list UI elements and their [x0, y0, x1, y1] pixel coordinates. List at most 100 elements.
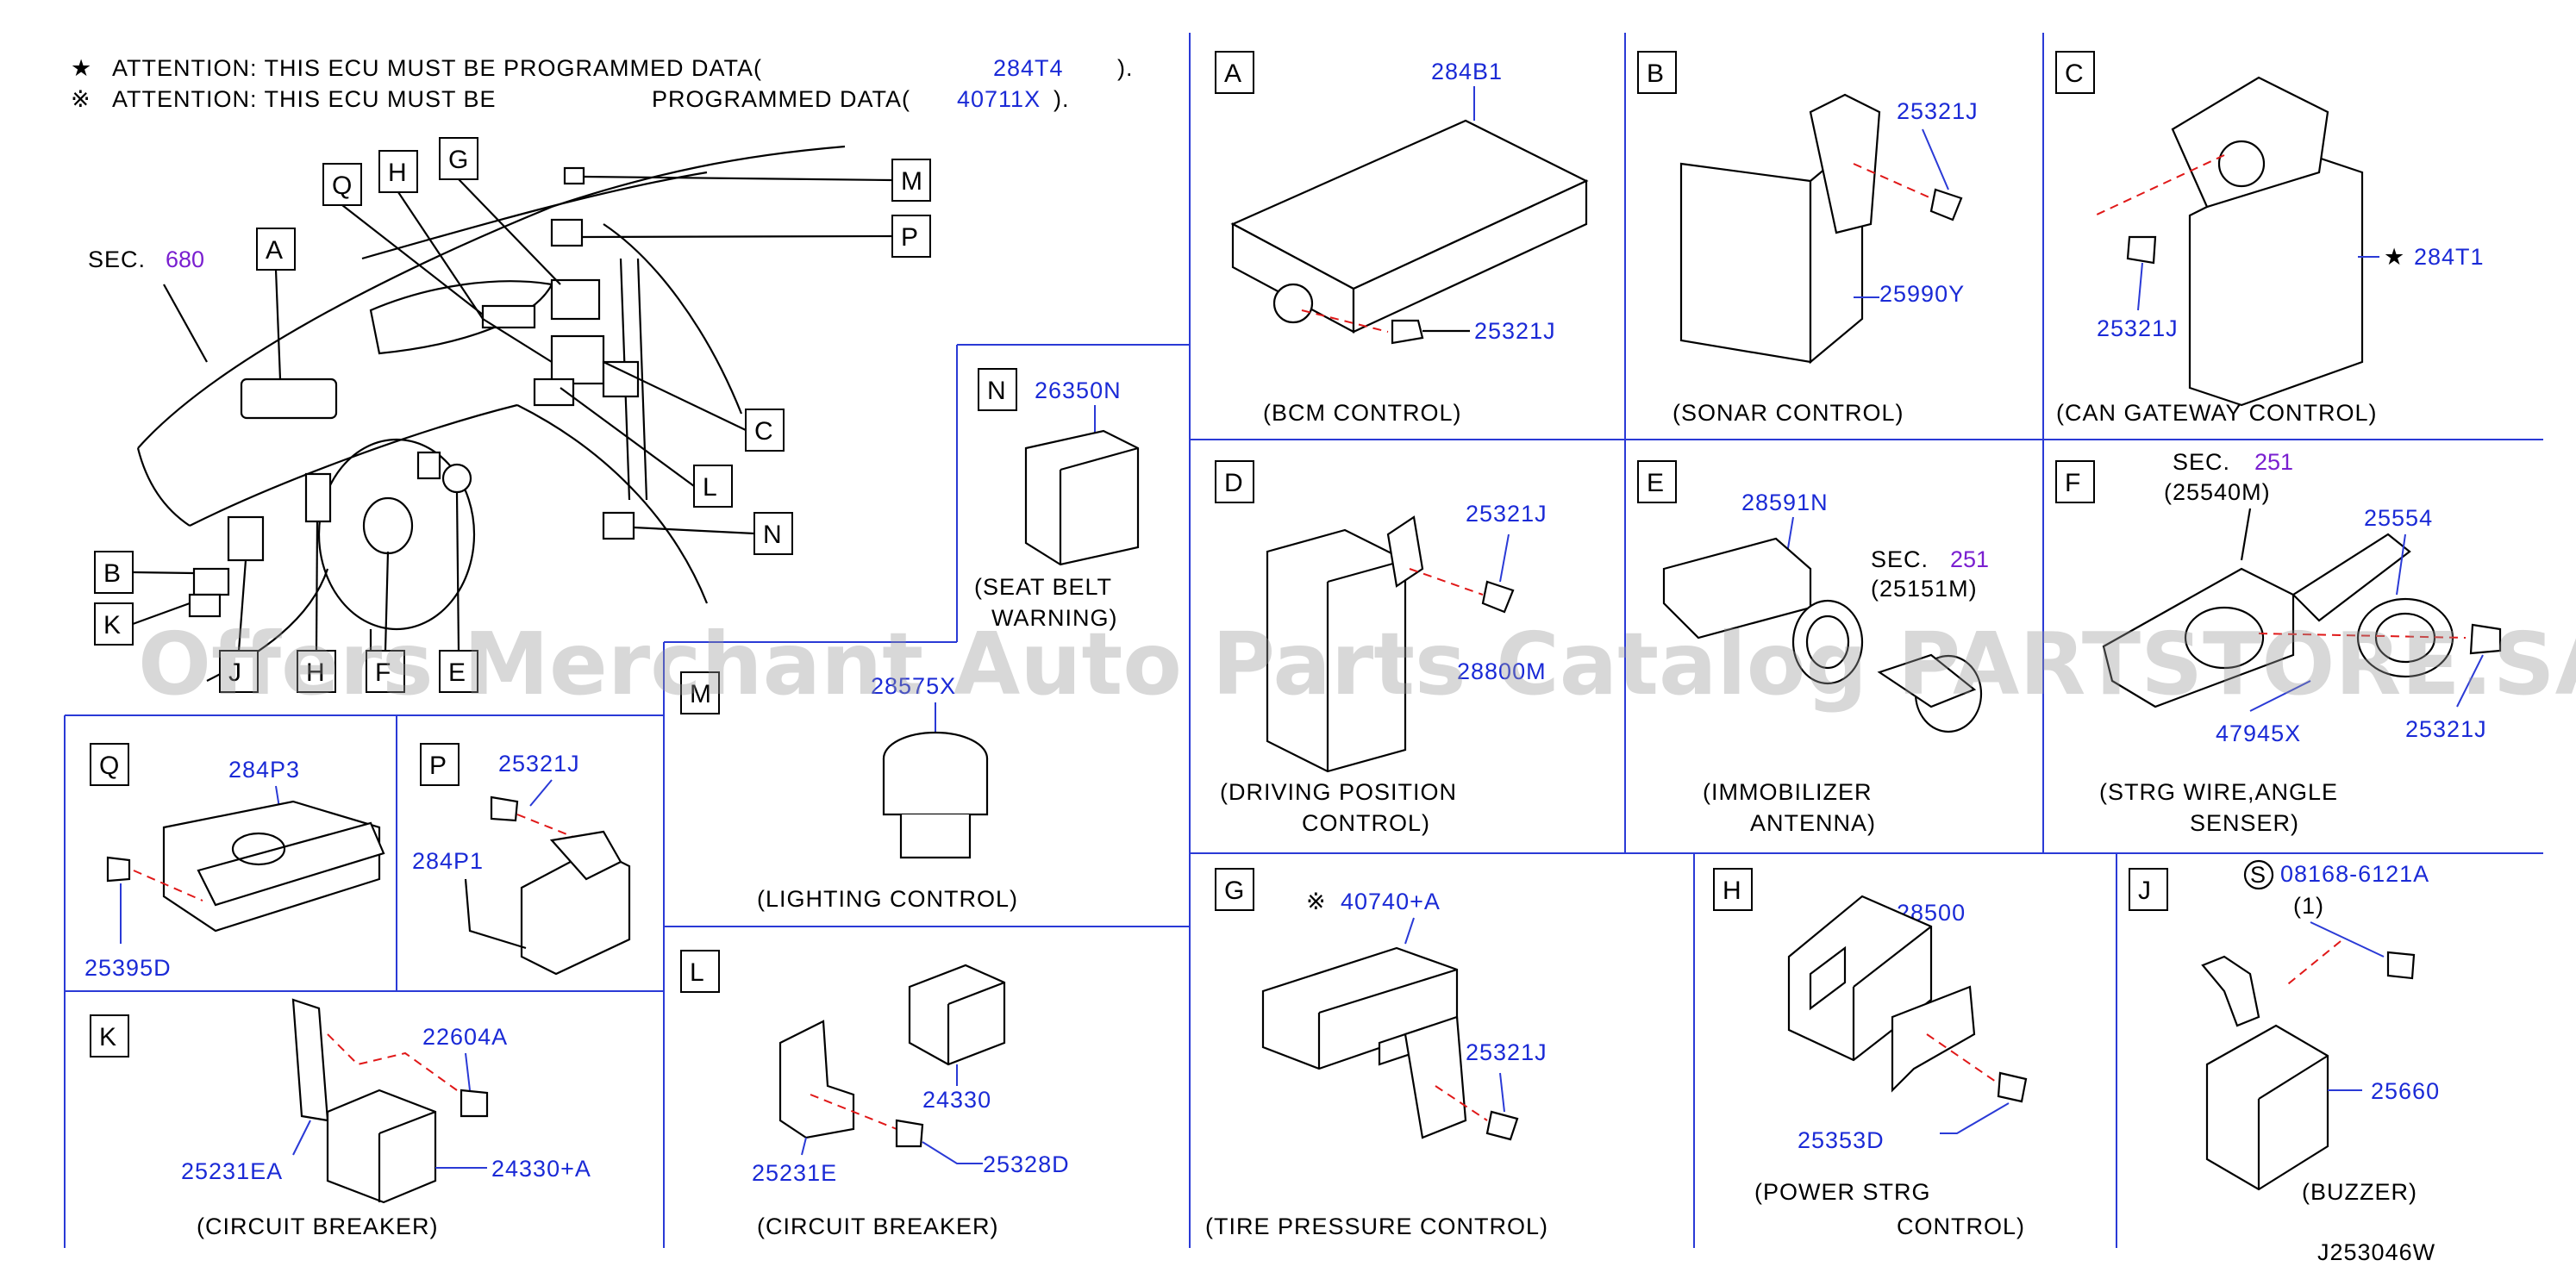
panel-L-circuit-breaker: L 24330 25328D 25231E (CIRCUIT BREAKER) — [680, 950, 1069, 1239]
panel-E-part: 28591N — [1741, 490, 1829, 515]
panel-B-caption: (SONAR CONTROL) — [1673, 400, 1904, 426]
panel-F-letter: F — [2065, 469, 2080, 497]
panel-M-lighting: M 28575X (LIGHTING CONTROL) — [680, 671, 1018, 912]
panel-G-tire-pressure: G ※ 40740+A 25321J (TIRE PRESSURE CONTRO… — [1205, 868, 1548, 1239]
callout-J: J — [219, 559, 259, 693]
panel-J-qty: (1) — [2293, 893, 2324, 919]
panel-J-buzzer: J S 08168-6121A (1) 25660 (BUZZER) — [2129, 859, 2440, 1205]
panel-D-letter: D — [1224, 469, 1243, 497]
callout-P: P — [581, 215, 931, 258]
panel-N-seat-belt: N 26350N (SEAT BELT WARNING) — [974, 368, 1140, 631]
panel-L-letter: L — [690, 958, 704, 987]
attention-line-2: ATTENTION: THIS ECU MUST BE — [112, 86, 497, 112]
panel-E-sec-ref: (25151M) — [1871, 576, 1978, 602]
panel-F-caption-2: SENSER) — [2190, 810, 2299, 836]
panel-L-caption: (CIRCUIT BREAKER) — [757, 1213, 999, 1239]
panel-M-part: 28575X — [871, 673, 956, 699]
panel-E-letter: E — [1647, 469, 1664, 497]
callout-H-letter: H — [388, 159, 407, 187]
panel-Q-screw: 25395D — [84, 955, 172, 981]
panel-C-part: 284T1 — [2414, 244, 2485, 270]
attention-line-2b: PROGRAMMED DATA( — [652, 86, 910, 112]
callout-L: L — [560, 387, 733, 508]
panel-L-part-1: 24330 — [922, 1087, 991, 1113]
callout-G-letter: G — [448, 146, 468, 174]
panel-F-sec-ref: (25540M) — [2164, 479, 2271, 505]
callout-A-letter: A — [266, 236, 283, 265]
panel-E-sec-number: 251 — [1950, 546, 1989, 572]
attention-star-symbol: ★ — [71, 55, 92, 81]
panel-K-part-1: 22604A — [422, 1024, 508, 1050]
panel-J-caption: (BUZZER) — [2302, 1179, 2417, 1205]
panel-P: P 25321J 284P1 — [412, 743, 631, 976]
panel-K-part-3: 24330+A — [491, 1156, 591, 1182]
callout-Q-letter: Q — [332, 172, 352, 200]
panel-N-caption-1: (SEAT BELT — [974, 574, 1112, 600]
panel-F-part-1: 25554 — [2364, 505, 2433, 531]
panel-E-caption-1: (IMMOBILIZER — [1703, 779, 1873, 805]
panel-G-mark: ※ — [1306, 889, 1327, 914]
panel-N-caption-2: WARNING) — [991, 605, 1117, 631]
panel-A-letter: A — [1224, 59, 1241, 88]
callout-N: N — [633, 512, 793, 555]
panel-B-screw: 25321J — [1897, 98, 1979, 124]
callout-K-letter: K — [103, 611, 121, 640]
panel-A-screw: 25321J — [1474, 318, 1556, 344]
panel-P-part: 284P1 — [412, 848, 484, 874]
panel-N-letter: N — [987, 377, 1006, 405]
panel-H-power-strg: H 28500 25353D (POWER STRG CONTROL) — [1713, 868, 2028, 1239]
callout-K: K — [94, 602, 191, 646]
callout-C-letter: C — [754, 417, 773, 446]
callout-G: G — [439, 137, 561, 285]
callout-H: H — [378, 150, 553, 363]
callout-F-letter: F — [375, 658, 391, 687]
panel-G-part: 40740+A — [1341, 889, 1441, 914]
panel-Q: Q 284P3 25395D — [84, 743, 385, 981]
panel-F-caption-1: (STRG WIRE,ANGLE — [2099, 779, 2338, 805]
panel-N-part: 26350N — [1035, 377, 1122, 403]
attention-kome-symbol: ※ — [71, 86, 91, 112]
attention-close-2: ). — [1054, 86, 1070, 112]
panel-P-screw: 25321J — [498, 751, 580, 777]
panel-J-part: 25660 — [2371, 1078, 2440, 1104]
panel-frames — [64, 33, 2543, 1248]
panel-L-part-2: 25231E — [752, 1160, 837, 1186]
panel-B-part: 25990Y — [1879, 281, 1965, 307]
panel-F-sec-label: SEC. — [2173, 449, 2230, 475]
panel-M-caption: (LIGHTING CONTROL) — [757, 886, 1018, 912]
callout-N-letter: N — [763, 521, 782, 549]
callout-B-letter: B — [103, 559, 121, 588]
panel-H-screw: 25353D — [1798, 1127, 1885, 1153]
panel-Q-part: 284P3 — [228, 757, 300, 783]
panel-F-sec-number: 251 — [2254, 449, 2293, 475]
panel-H-caption-2: CONTROL) — [1897, 1213, 2025, 1239]
overview-sec-number: 680 — [166, 246, 204, 272]
panel-K-part-2: 25231EA — [181, 1158, 283, 1184]
panel-A-part: 284B1 — [1431, 59, 1503, 84]
panel-J-letter: J — [2138, 877, 2151, 905]
callout-M-letter: M — [901, 167, 922, 196]
panel-F-screw: 25321J — [2405, 716, 2487, 742]
panel-K-circuit-breaker: K 22604A 25231EA 24330+A (CIRCUIT BREAKE… — [90, 998, 591, 1239]
panel-D-caption-2: CONTROL) — [1302, 810, 1430, 836]
callout-M: M — [583, 159, 931, 202]
panel-B-sonar: B 25321J 25990Y (SONAR CONTROL) — [1637, 51, 1979, 426]
callout-F: F — [366, 551, 405, 693]
panel-A-caption: (BCM CONTROL) — [1263, 400, 1462, 426]
panel-D-part: 28800M — [1457, 658, 1547, 684]
callout-P-letter: P — [901, 223, 918, 252]
panel-G-caption: (TIRE PRESSURE CONTROL) — [1205, 1213, 1548, 1239]
panel-C-star: ★ — [2384, 244, 2405, 270]
panel-G-screw: 25321J — [1466, 1039, 1547, 1065]
panel-H-caption-1: (POWER STRG — [1754, 1179, 1931, 1205]
callout-E-letter: E — [448, 658, 466, 687]
callout-E: E — [439, 492, 478, 693]
panel-E-caption-2: ANTENNA) — [1750, 810, 1876, 836]
diagram-id: J253046W — [2317, 1239, 2435, 1265]
callout-L-letter: L — [703, 473, 717, 502]
overview-dashboard: SEC. 680 A — [88, 137, 931, 693]
panel-D-caption-1: (DRIVING POSITION — [1220, 779, 1457, 805]
panel-K-caption: (CIRCUIT BREAKER) — [197, 1213, 439, 1239]
attention-close-1: ). — [1117, 55, 1134, 81]
